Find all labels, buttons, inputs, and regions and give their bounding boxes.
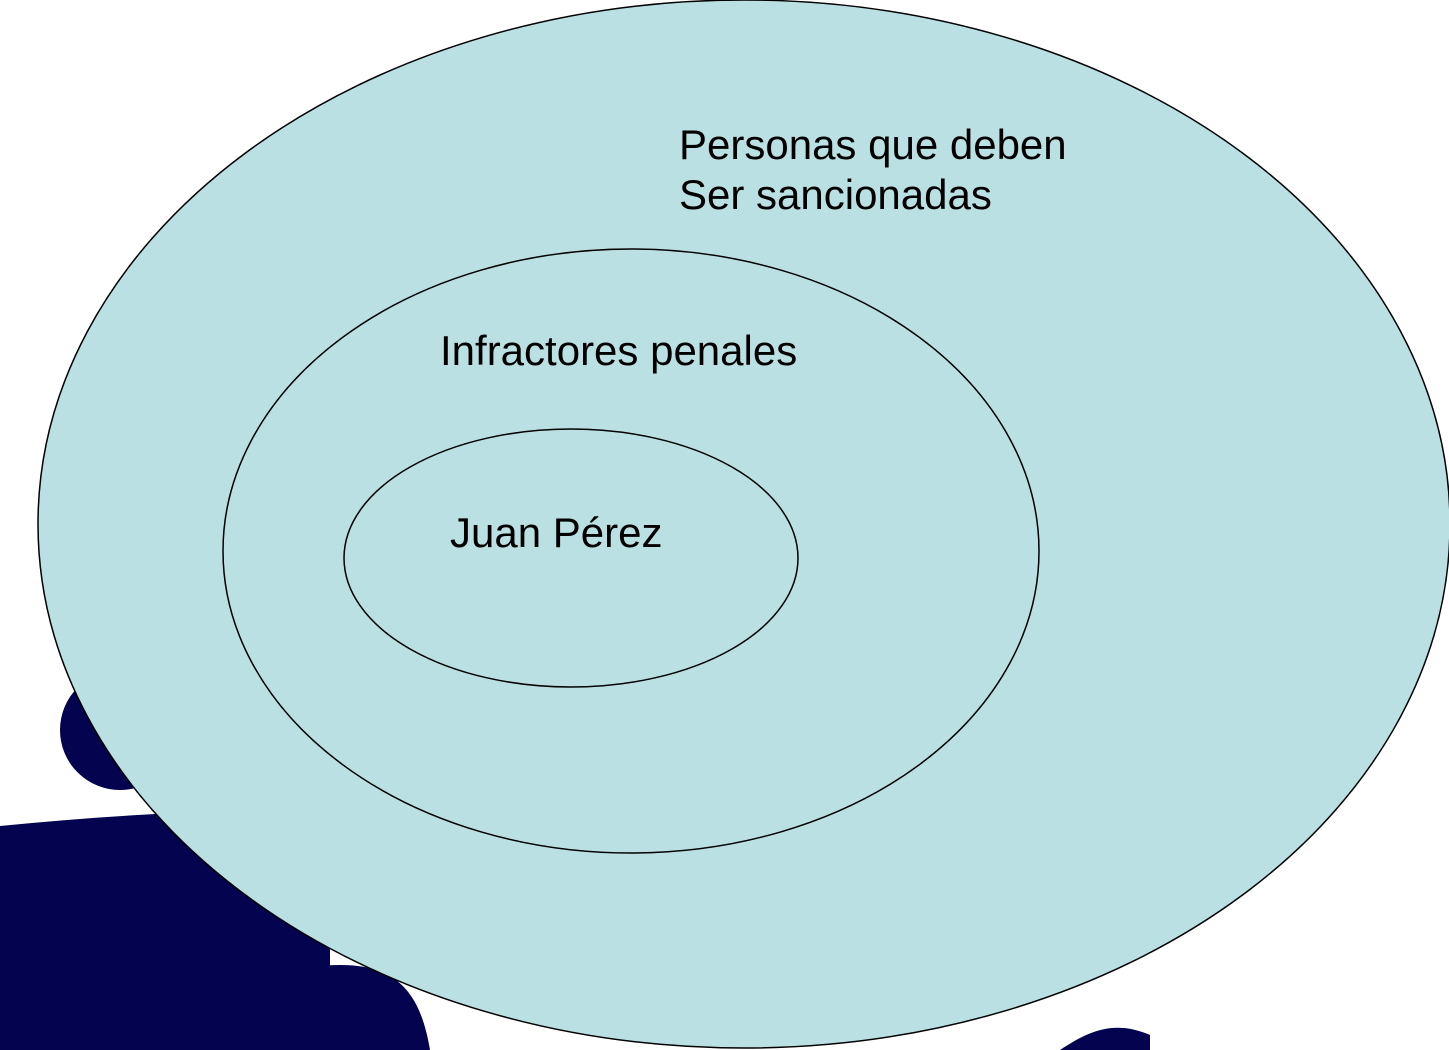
logo-swoosh-right [1060, 1027, 1150, 1050]
inner-set-ellipse [343, 428, 799, 688]
outer-set-label: Personas que deben Ser sancionadas [679, 120, 1067, 220]
inner-set-label: Juan Pérez [450, 509, 663, 556]
logo-figure-body-middle [230, 965, 430, 1050]
outer-set-label-line2: Ser sancionadas [679, 171, 992, 218]
outer-set-label-line1: Personas que deben [679, 121, 1067, 168]
logo-figure-body-left [0, 955, 245, 1050]
middle-set-label: Infractores penales [440, 327, 798, 374]
